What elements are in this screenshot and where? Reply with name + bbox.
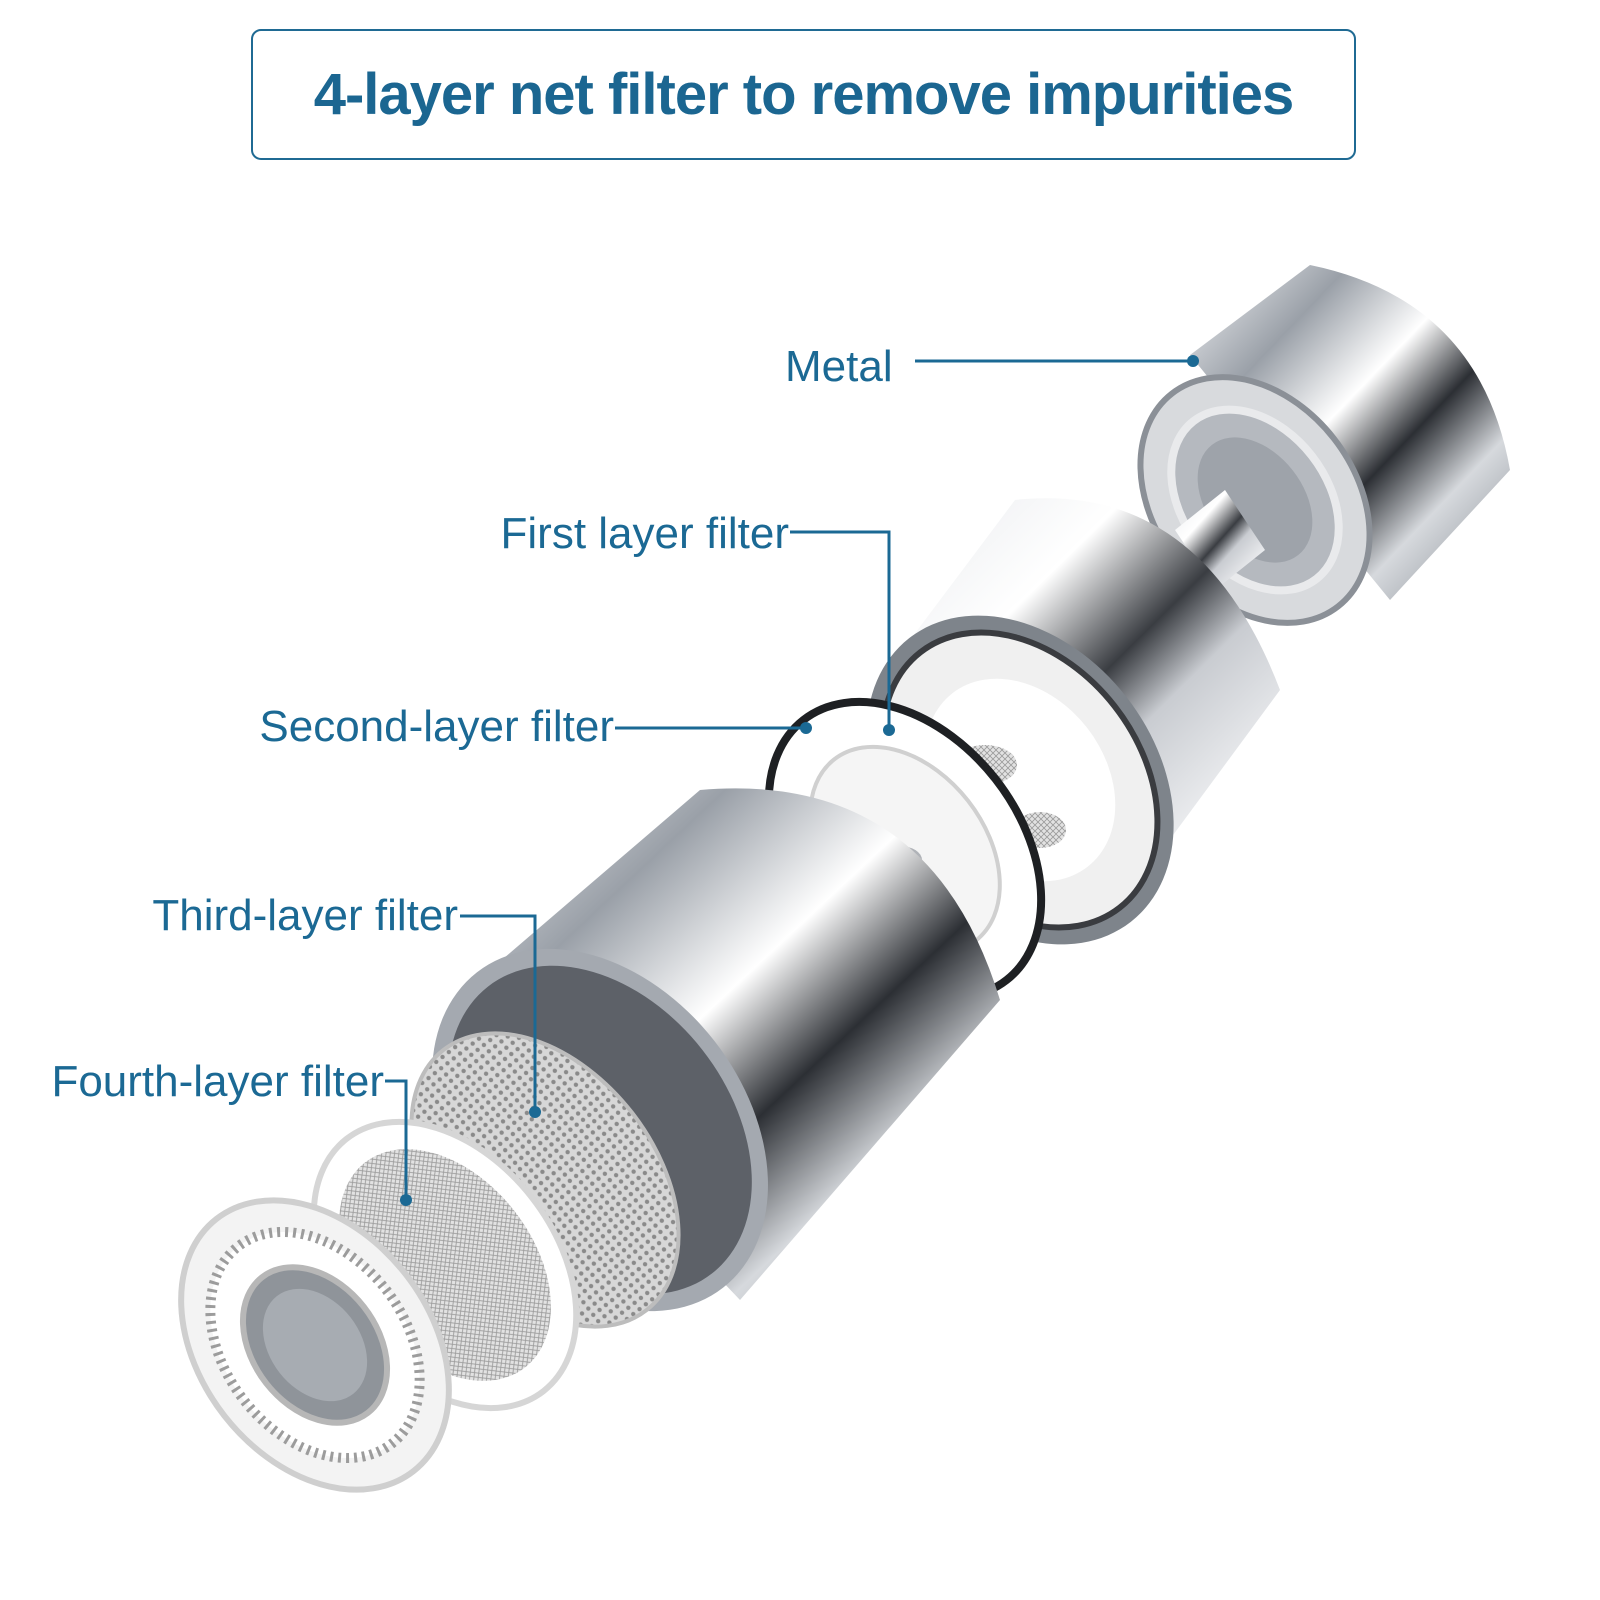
callout-first	[790, 530, 895, 736]
label-second-layer: Second-layer filter	[259, 702, 614, 751]
swivel-stem	[1175, 490, 1265, 590]
label-third-layer: Third-layer filter	[152, 891, 458, 940]
label-fourth-layer: Fourth-layer filter	[51, 1057, 384, 1106]
callout-third	[460, 914, 541, 1118]
page-title: 4-layer net filter to remove impurities	[313, 62, 1295, 127]
callout-metal	[915, 355, 1199, 367]
callout-second	[615, 722, 812, 734]
label-metal: Metal	[785, 342, 893, 391]
outlet-cap	[178, 1197, 452, 1493]
callout-fourth	[385, 1079, 412, 1206]
label-first-layer: First layer filter	[501, 509, 789, 558]
title-box: 4-layer net filter to remove impurities	[251, 29, 1356, 160]
